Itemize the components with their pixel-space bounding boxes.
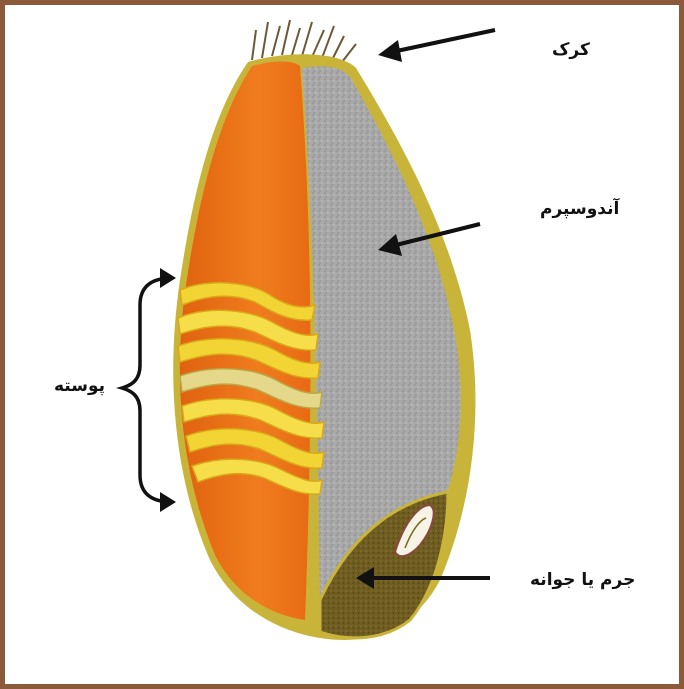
label-husk: پوسته	[54, 376, 105, 396]
label-endosperm: آندوسپرم	[540, 199, 619, 219]
label-bran-hairs: کرک	[552, 40, 590, 60]
husk-brace-bottom-arrowhead	[160, 492, 176, 512]
husk-brace	[122, 278, 172, 502]
label-germ: جرم یا جوانه	[530, 570, 635, 590]
husk-brace-top-arrowhead	[160, 268, 176, 288]
arrow-bran-hairs	[378, 30, 495, 62]
